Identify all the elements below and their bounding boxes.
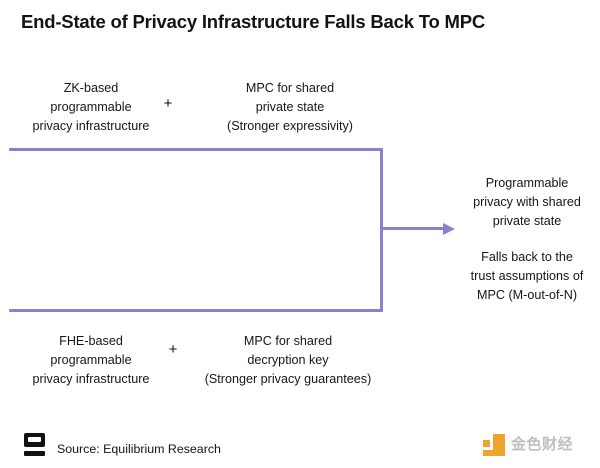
watermark: 金色财经	[483, 432, 573, 458]
bracket-vertical-line	[380, 148, 383, 312]
equilibrium-logo-bar	[24, 451, 45, 456]
footer-divider	[0, 412, 600, 413]
operator-plus-bottom: +	[168, 341, 178, 358]
operator-plus-top: +	[163, 95, 173, 112]
output-arrow-head-icon	[443, 222, 455, 235]
bracket-top-line	[9, 148, 383, 151]
watermark-text: 金色财经	[511, 436, 574, 453]
equilibrium-logo-slot	[28, 437, 41, 442]
jinse-logo-square-3	[483, 450, 505, 456]
bracket-bottom-line	[9, 309, 383, 312]
jinse-logo-square-1	[483, 440, 490, 447]
page-title: End-State of Privacy Infrastructure Fall…	[21, 11, 486, 32]
output-arrow-shaft	[383, 227, 445, 230]
source-credit: Source: Equilibrium Research	[57, 442, 221, 456]
equilibrium-logo-icon	[24, 433, 45, 457]
jinse-logo-icon	[483, 434, 505, 456]
